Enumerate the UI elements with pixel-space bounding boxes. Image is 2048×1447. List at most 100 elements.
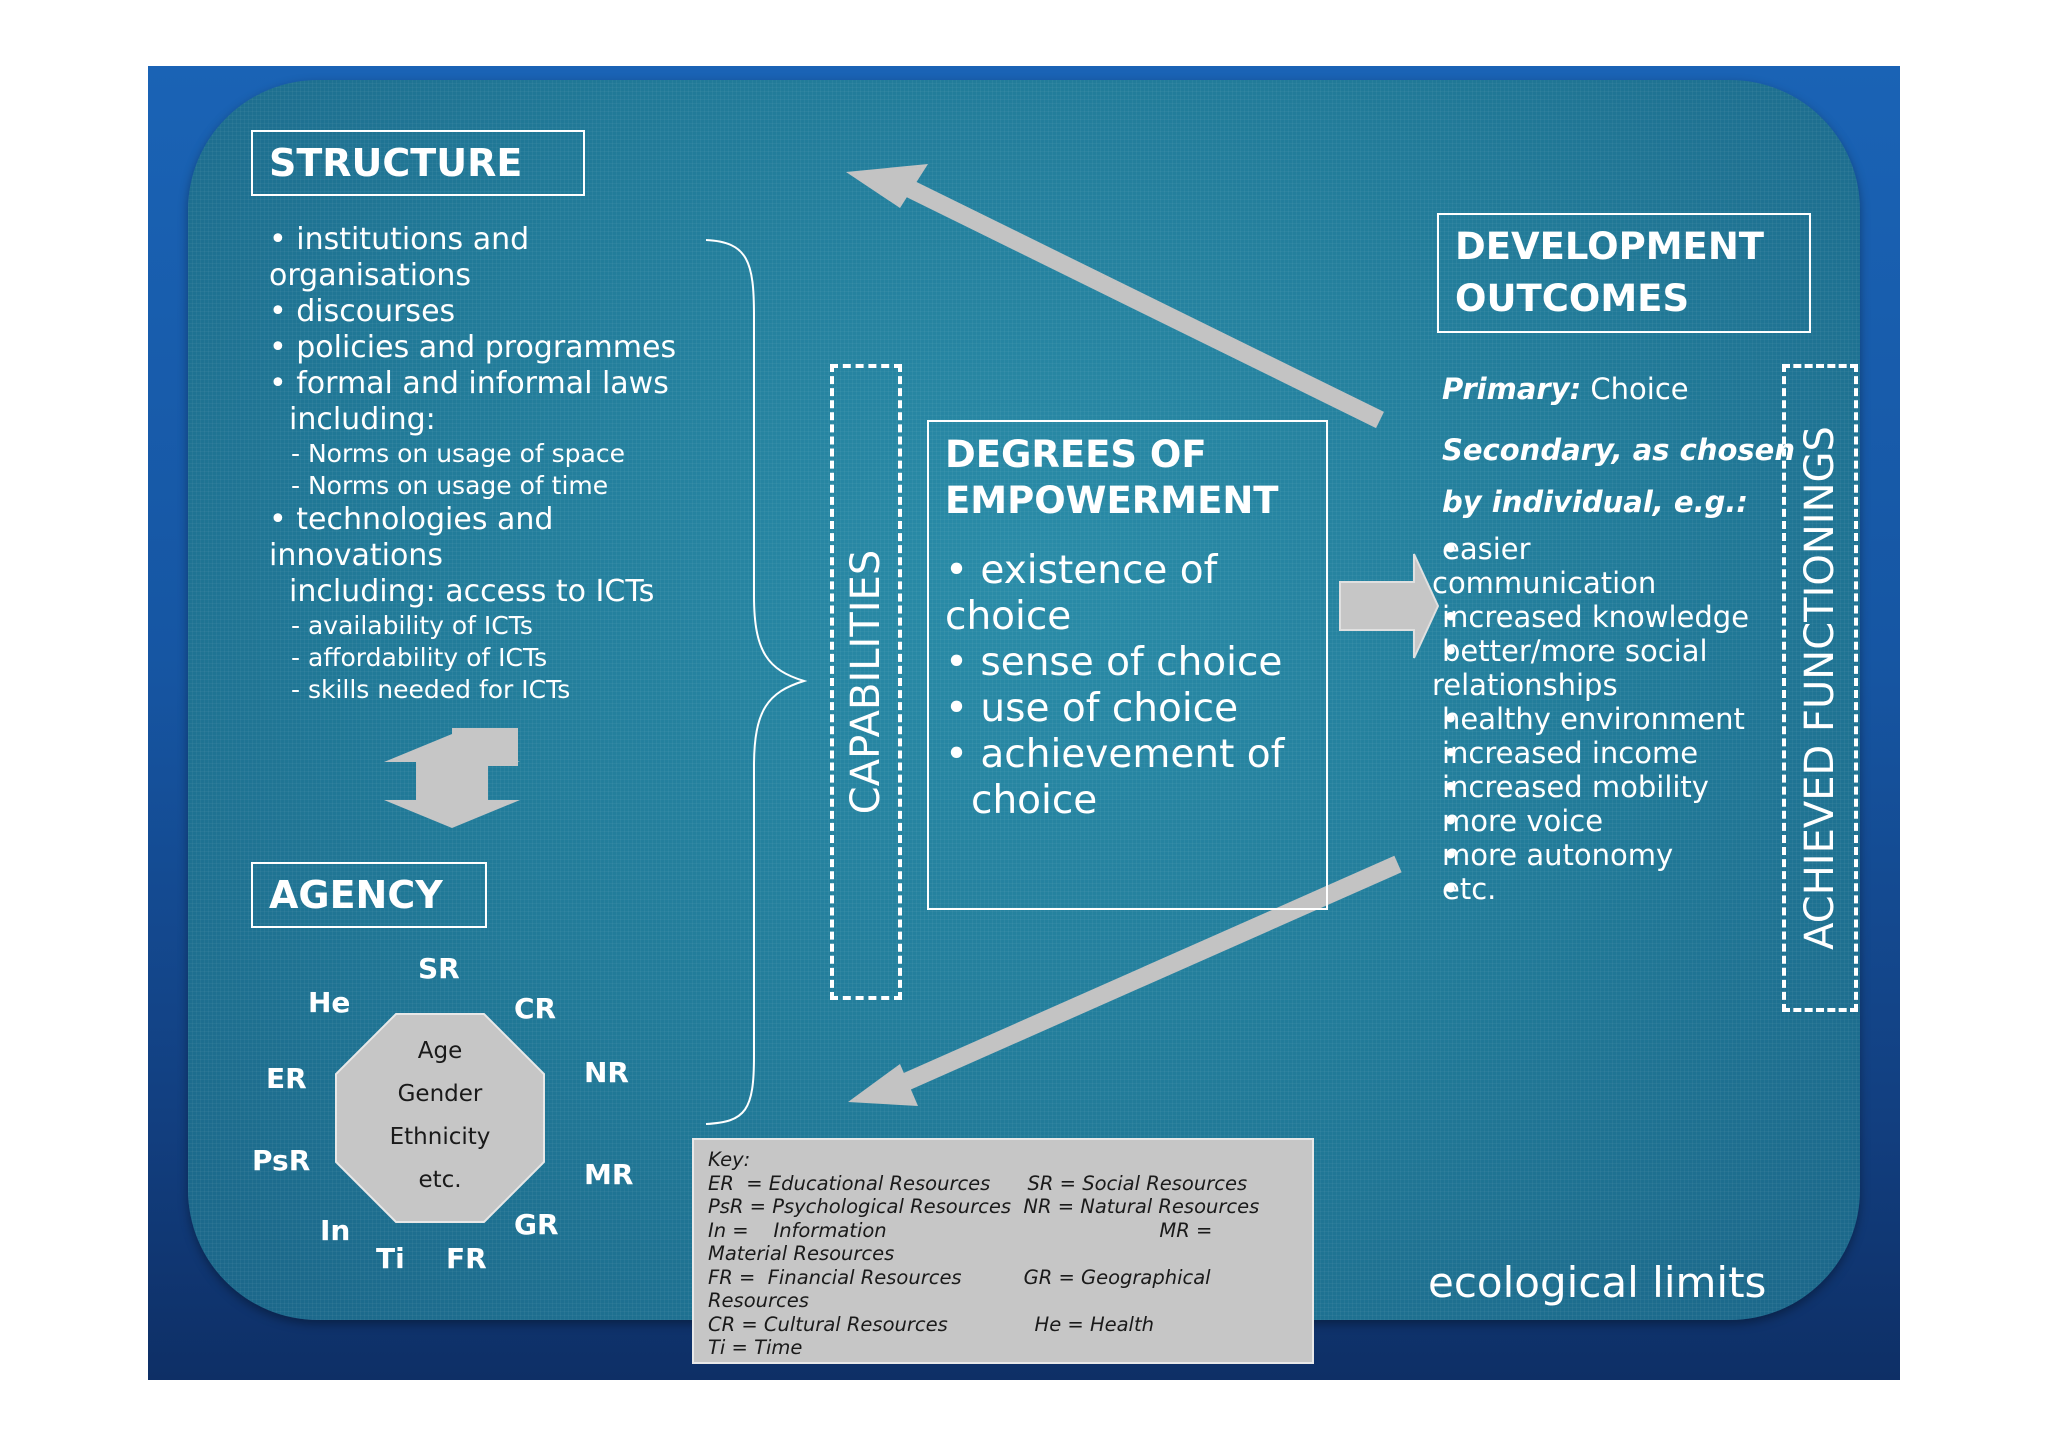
key-line: FR = Financial Resources GR = Geographic… — [708, 1265, 1211, 1289]
empowerment-item-line1: • existence of — [945, 548, 1218, 593]
empowerment-item-line1: • use of choice — [945, 686, 1239, 731]
arrow-outcomes-to-agency — [848, 855, 1402, 1106]
primary-value: Choice — [1581, 372, 1689, 406]
octagon-line-gender: Gender — [397, 1081, 483, 1107]
empowerment-title-line1: DEGREES OF — [945, 433, 1207, 476]
structure-item: • policies and programmes — [269, 330, 677, 365]
outcomes-title-line2: OUTCOMES — [1455, 277, 1690, 320]
capabilities-label: CAPABILITIES — [843, 549, 889, 815]
secondary-line1: Secondary, as chosen — [1442, 433, 1795, 467]
key-line: Key: — [708, 1148, 751, 1171]
capabilities-brace — [705, 239, 808, 1125]
secondary-line2: by individual, e.g.: — [1442, 485, 1748, 519]
structure-title: STRUCTURE — [269, 141, 523, 185]
outcomes-title-line1: DEVELOPMENT — [1455, 225, 1765, 268]
key-line: Ti = Time — [708, 1336, 803, 1359]
outcome-item: •healthy environment — [1442, 702, 1802, 736]
agency-octagon-shape — [335, 1013, 545, 1223]
outcome-item-line2: communication — [1432, 566, 1657, 600]
structure-item: - availability of ICTs — [291, 611, 533, 640]
outcome-item-line1: more voice — [1442, 804, 1604, 838]
structure-item: - Norms on usage of space — [291, 439, 625, 468]
structure-item: • technologies and — [269, 502, 554, 537]
octagon-line-age: Age — [417, 1038, 463, 1064]
key-line: CR = Cultural Resources He = Health — [708, 1312, 1154, 1336]
bullet-icon: • — [1442, 804, 1460, 838]
outcome-item-line1: increased income — [1442, 736, 1699, 770]
bullet-icon: • — [1442, 702, 1460, 736]
ecological-limits: ecological limits — [1428, 1258, 1767, 1307]
structure-title-box: STRUCTURE — [251, 130, 585, 196]
key-line: Resources — [708, 1289, 809, 1312]
outcome-item-line1: easier — [1442, 532, 1531, 566]
empowerment-item-line1: • achievement of — [945, 732, 1285, 777]
empowerment-title-line2: EMPOWERMENT — [945, 479, 1279, 522]
structure-item: • institutions and — [269, 222, 530, 257]
outcome-item: •more voice — [1442, 804, 1802, 838]
resource-in: In — [320, 1214, 351, 1247]
outcome-item: •increased knowledge — [1442, 600, 1802, 634]
structure-item: • formal and informal laws — [269, 366, 669, 401]
outcome-item: •etc. — [1442, 872, 1802, 906]
resource-mr: MR — [584, 1158, 634, 1191]
bullet-icon: • — [1442, 770, 1460, 804]
capabilities-box — [830, 364, 902, 1000]
outcome-item: •increased income — [1442, 736, 1802, 770]
structure-item: - Norms on usage of time — [291, 471, 609, 500]
structure-item: organisations — [269, 258, 472, 293]
key-line: ER = Educational Resources SR = Social R… — [708, 1171, 1248, 1195]
outcomes-secondary: Secondary, as chosen by individual, e.g.… — [1442, 424, 1795, 528]
octagon-line-etc: etc. — [418, 1167, 462, 1193]
structure-item: - affordability of ICTs — [291, 643, 548, 672]
primary-label: Primary: — [1442, 372, 1582, 406]
empowerment-item-line1: • sense of choice — [945, 640, 1283, 685]
empowerment-item: • sense of choice — [945, 640, 1326, 686]
outcome-item-line1: increased knowledge — [1442, 600, 1750, 634]
arrow-outcomes-to-structure — [846, 164, 1384, 429]
agency-title-box: AGENCY — [251, 862, 487, 928]
double-arrow-icon — [384, 734, 520, 828]
empowerment-item-line2: choice — [971, 778, 1098, 823]
empowerment-item: • use of choice — [945, 686, 1326, 732]
key-line: In = Information MR = — [708, 1218, 1213, 1242]
resource-er: ER — [266, 1062, 307, 1095]
empowerment-item-line2: choice — [945, 594, 1072, 639]
structure-item: innovations — [269, 538, 443, 573]
structure-item: - skills needed for ICTs — [291, 675, 571, 704]
outcome-item-line1: increased mobility — [1442, 770, 1709, 804]
resource-ti: Ti — [376, 1242, 405, 1275]
bullet-icon: • — [1442, 872, 1460, 906]
key-line: Material Resources — [708, 1242, 895, 1265]
functionings-box — [1782, 364, 1858, 1012]
outcome-item: •increased mobility — [1442, 770, 1802, 804]
resource-gr: GR — [514, 1208, 559, 1241]
resource-psr: PsR — [252, 1144, 311, 1177]
capabilities-label-wrap: CAPABILITIES — [830, 364, 902, 1000]
key-box: Key:ER = Educational Resources SR = Soci… — [692, 1138, 1314, 1364]
bullet-icon: • — [1442, 634, 1460, 668]
outcome-item-line1: healthy environment — [1442, 702, 1745, 736]
outcome-item: •more autonomy — [1442, 838, 1802, 872]
arrow-empowerment-to-outcomes — [1339, 553, 1440, 659]
resource-fr: FR — [446, 1242, 487, 1275]
bullet-icon: • — [1442, 532, 1460, 566]
structure-item: including: access to ICTs — [289, 574, 655, 609]
bullet-icon: • — [1442, 736, 1460, 770]
functionings-label: ACHIEVED FUNCTIONINGS — [1797, 426, 1843, 950]
agency-title: AGENCY — [269, 873, 443, 917]
bullet-icon: • — [1442, 838, 1460, 872]
resource-nr: NR — [584, 1056, 629, 1089]
bullet-icon: • — [1442, 600, 1460, 634]
outcomes-title-box: DEVELOPMENT OUTCOMES — [1437, 213, 1811, 333]
key-line: PsR = Psychological Resources NR = Natur… — [708, 1195, 1260, 1218]
resource-cr: CR — [514, 992, 557, 1025]
